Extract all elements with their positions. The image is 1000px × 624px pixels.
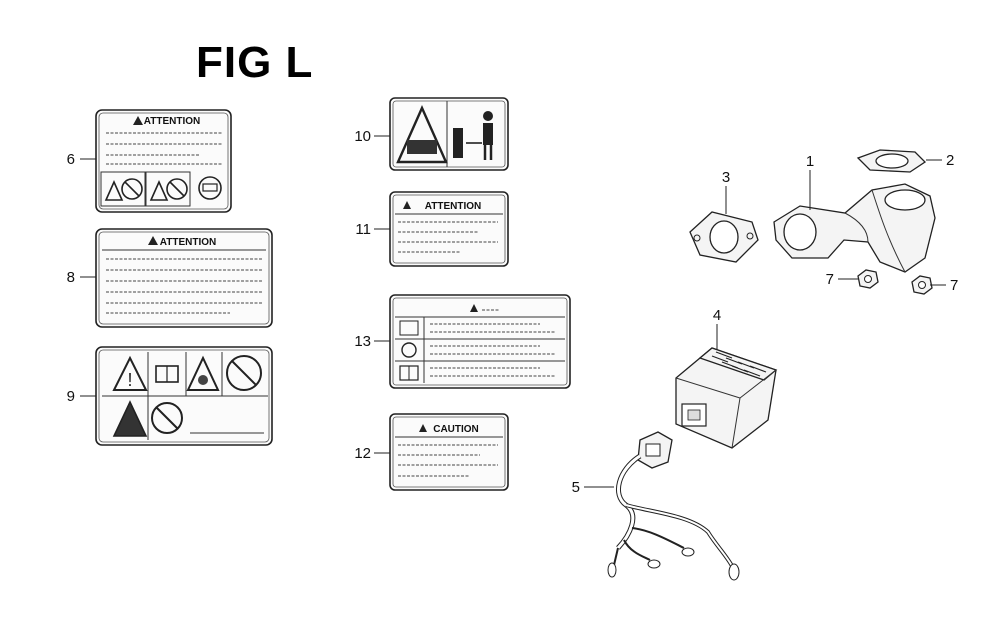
part-3-gasket bbox=[689, 211, 759, 263]
engine-icon bbox=[401, 342, 417, 358]
label-9: ! bbox=[95, 346, 273, 446]
callout-7b: 7 bbox=[950, 277, 958, 294]
callout-11: 11 bbox=[355, 221, 371, 238]
crush-warning-icon bbox=[396, 105, 448, 164]
label-10 bbox=[389, 97, 509, 171]
warning-icon bbox=[112, 355, 148, 391]
label-8-heading: ATTENTION bbox=[160, 237, 216, 248]
warning-icon bbox=[403, 201, 411, 209]
no-flame-icon bbox=[226, 355, 262, 391]
hot-surface-icon bbox=[112, 400, 148, 437]
person-icon bbox=[483, 111, 493, 121]
label-6-heading: ATTENTION bbox=[144, 116, 200, 127]
callout-5: 5 bbox=[572, 479, 580, 496]
part-7-nut-a bbox=[857, 269, 879, 289]
callout-6: 6 bbox=[67, 151, 75, 168]
label-11: ATTENTION bbox=[389, 191, 509, 267]
part-1-exhaust-pipe bbox=[773, 183, 936, 273]
label-11-heading: ATTENTION bbox=[425, 201, 481, 212]
callout-3: 3 bbox=[722, 169, 730, 186]
callout-2: 2 bbox=[946, 152, 954, 169]
warning-icon bbox=[148, 236, 158, 245]
machine-icon bbox=[453, 128, 463, 158]
part-7-nut-b bbox=[911, 275, 933, 295]
label-8: ATTENTION bbox=[95, 228, 273, 328]
callout-10: 10 bbox=[354, 128, 371, 145]
label-12-heading: CAUTION bbox=[433, 424, 479, 435]
svg-text:!: ! bbox=[127, 370, 132, 390]
label-6: ATTENTION bbox=[95, 109, 232, 213]
callout-7a: 7 bbox=[826, 271, 834, 288]
ventilation-icon bbox=[399, 320, 419, 336]
figure-title: FIG L bbox=[196, 38, 314, 87]
label-6-pictograms bbox=[100, 171, 222, 207]
part-5-wire-harness bbox=[607, 431, 740, 581]
callout-4: 4 bbox=[713, 307, 721, 324]
label-13 bbox=[389, 294, 571, 389]
part-2-gasket bbox=[856, 149, 927, 173]
no-touch-icon bbox=[151, 402, 183, 434]
leader-lines bbox=[80, 135, 946, 488]
callout-13: 13 bbox=[354, 333, 371, 350]
label-12: CAUTION bbox=[389, 413, 509, 491]
warning-icon bbox=[470, 304, 478, 312]
callouts: 6 8 9 10 11 13 12 3 1 2 7 7 4 5 bbox=[67, 128, 959, 496]
part-4-regulator bbox=[675, 347, 778, 449]
callout-1: 1 bbox=[806, 153, 814, 170]
callout-8: 8 bbox=[67, 269, 75, 286]
callout-9: 9 bbox=[67, 388, 75, 405]
warning-icon bbox=[133, 116, 143, 125]
fire-warning-icon bbox=[186, 355, 220, 391]
warning-icon bbox=[419, 424, 427, 432]
callout-12: 12 bbox=[354, 445, 371, 462]
